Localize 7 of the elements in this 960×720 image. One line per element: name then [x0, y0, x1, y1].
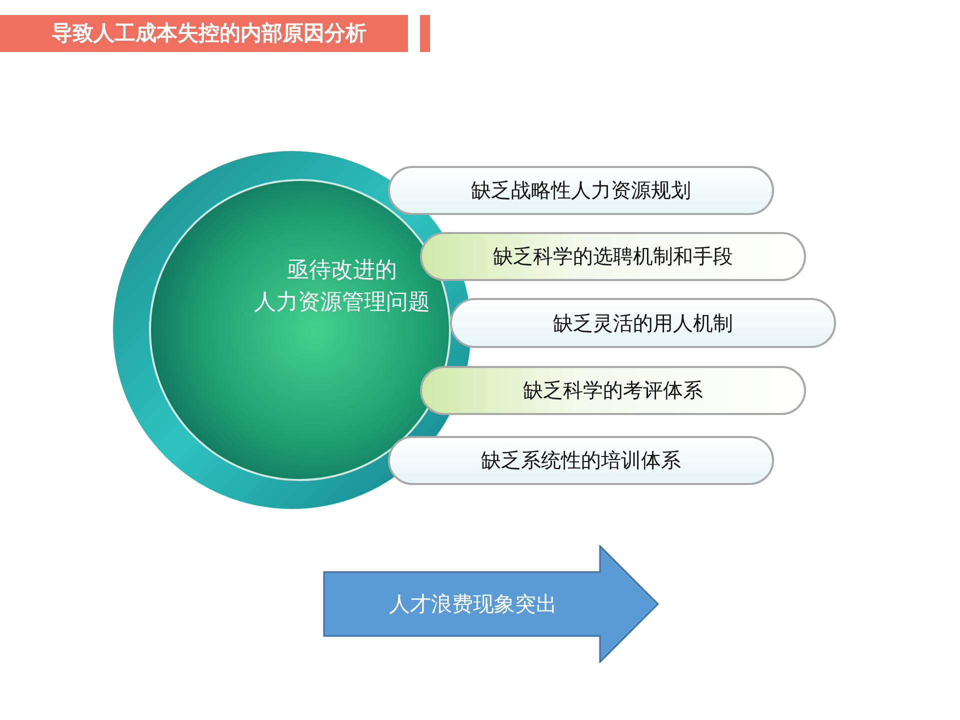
- pill-box: 缺乏科学的选聘机制和手段: [420, 232, 806, 281]
- block-arrow: 人才浪费现象突出: [323, 545, 659, 663]
- title-banner: 导致人工成本失控的内部原因分析: [0, 15, 408, 52]
- pill-box: 缺乏战略性人力资源规划: [388, 166, 774, 215]
- pill-box: 缺乏科学的考评体系: [420, 366, 806, 415]
- pill-box: 缺乏灵活的用人机制: [450, 298, 836, 348]
- pill-box: 缺乏系统性的培训体系: [388, 436, 774, 485]
